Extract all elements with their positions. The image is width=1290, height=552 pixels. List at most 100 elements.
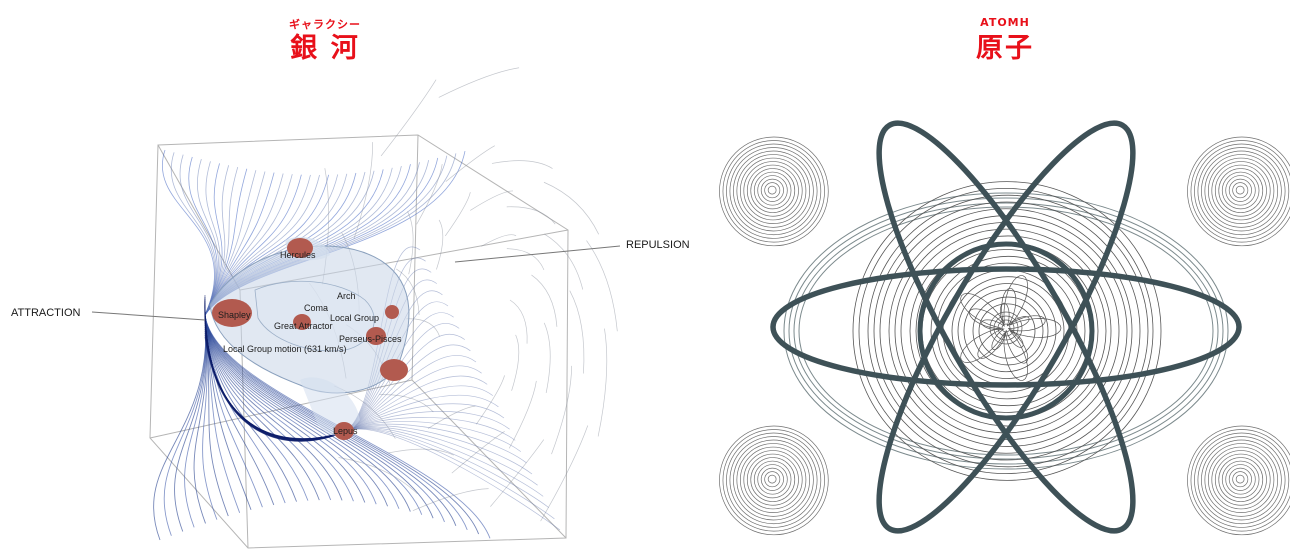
- label-shapley: Shapley: [218, 310, 251, 320]
- spiral-ring: [736, 443, 811, 517]
- flow-line: [204, 314, 354, 502]
- inner-rosette: [960, 275, 1062, 381]
- flow-line: [491, 160, 553, 169]
- spiral-ring: [1197, 147, 1286, 236]
- flow-line: [407, 211, 414, 275]
- spiral-ring: [764, 182, 781, 199]
- flow-line: [204, 336, 345, 442]
- spiral-ring: [1187, 136, 1290, 247]
- spiral-ring: [1235, 185, 1245, 195]
- cluster-great-attractor: [293, 314, 311, 330]
- spiral-ring: [729, 147, 818, 236]
- corner-spirals: [719, 136, 1290, 536]
- spiral-ring: [1235, 474, 1245, 484]
- flow-line: [204, 174, 293, 316]
- clusters: [212, 238, 408, 440]
- flow-line: [509, 299, 528, 344]
- label-coma: Coma: [304, 303, 328, 313]
- core-ring: [997, 319, 1015, 337]
- flow-line: [506, 206, 556, 225]
- spiral-ring: [1211, 161, 1271, 221]
- flow-line: [343, 426, 538, 486]
- atom-ruby: ATOMH: [980, 16, 1030, 29]
- spiral-ring: [1194, 432, 1290, 528]
- flow-line: [197, 159, 219, 316]
- flow-line: [204, 170, 257, 316]
- cluster-hercules: [287, 238, 313, 258]
- spiral-ring: [719, 425, 829, 536]
- spiral-ring: [1218, 168, 1264, 213]
- flow-line: [470, 190, 514, 211]
- flow-line: [586, 240, 618, 332]
- flow-line: [387, 448, 454, 456]
- flow-line: [438, 67, 520, 98]
- flow-line: [204, 314, 343, 501]
- flow-line: [481, 234, 517, 247]
- spiral-ring: [739, 157, 807, 224]
- spiral-ring: [1228, 178, 1252, 202]
- spiral-ring: [726, 432, 822, 528]
- cluster-lepus: [334, 422, 354, 440]
- flow-line: [445, 145, 495, 182]
- label-lepus: Lepus: [333, 426, 358, 436]
- core-ring: [989, 311, 1023, 345]
- spiral-ring: [1218, 457, 1264, 502]
- spiral-ring: [750, 457, 796, 502]
- flow-line: [506, 248, 545, 271]
- spiral-ring: [764, 471, 781, 488]
- spiral-ring: [1187, 425, 1290, 536]
- spiral-ring: [733, 439, 814, 521]
- flow-line: [343, 427, 544, 497]
- flow-line: [343, 425, 533, 475]
- repulsion-label: REPULSION: [626, 239, 690, 251]
- flow-line: [451, 431, 505, 474]
- spiral-ring: [1197, 436, 1286, 525]
- flow-line: [436, 219, 444, 270]
- spiral-ring: [1225, 175, 1256, 206]
- attraction-leader: [91, 311, 206, 321]
- concentric-ring: [963, 289, 1049, 373]
- flow-line: [204, 314, 320, 501]
- flow-line: [543, 181, 600, 235]
- flow-line: [476, 375, 505, 425]
- flow-line: [204, 171, 266, 316]
- flow-line: [188, 156, 218, 316]
- spiral-ring: [1190, 140, 1290, 243]
- flow-line: [204, 161, 221, 316]
- repulsion-leader: [454, 245, 621, 263]
- rosette-curve: [960, 275, 1062, 381]
- spiral-ring: [729, 436, 818, 525]
- spiral-ring: [753, 460, 792, 499]
- attraction-label: ATTRACTION: [11, 307, 81, 319]
- flow-line: [204, 314, 434, 519]
- concentric-ring: [879, 208, 1133, 454]
- spiral-ring: [1214, 164, 1267, 217]
- flow-line: [204, 314, 275, 506]
- flow-line: [204, 314, 377, 505]
- flow-line: [174, 314, 207, 532]
- spiral-ring: [767, 185, 777, 195]
- flow-line: [193, 314, 208, 524]
- outer-band: [783, 192, 1229, 470]
- flow-line: [511, 334, 520, 391]
- spiral-ring: [726, 143, 822, 239]
- flow-line: [353, 142, 373, 240]
- concentric-ring: [930, 255, 1086, 407]
- label-local-group: Local Group: [330, 313, 379, 323]
- flow-line: [204, 173, 284, 316]
- spiral-ring: [753, 171, 792, 210]
- spiral-ring: [1201, 439, 1282, 521]
- orbit-horizontal: [770, 266, 1242, 388]
- spiral-ring: [739, 446, 807, 513]
- concentric-ring: [858, 188, 1154, 474]
- cluster-east: [380, 359, 408, 381]
- spiral-ring: [743, 161, 803, 221]
- cluster-perseus-pisces: [366, 327, 386, 345]
- atom-title: 原子: [976, 33, 1034, 64]
- flow-line: [343, 365, 482, 433]
- flow-line: [343, 375, 488, 433]
- flow-line: [444, 192, 471, 237]
- spiral-ring: [757, 175, 788, 206]
- flow-line: [163, 314, 207, 536]
- flow-line: [597, 328, 608, 437]
